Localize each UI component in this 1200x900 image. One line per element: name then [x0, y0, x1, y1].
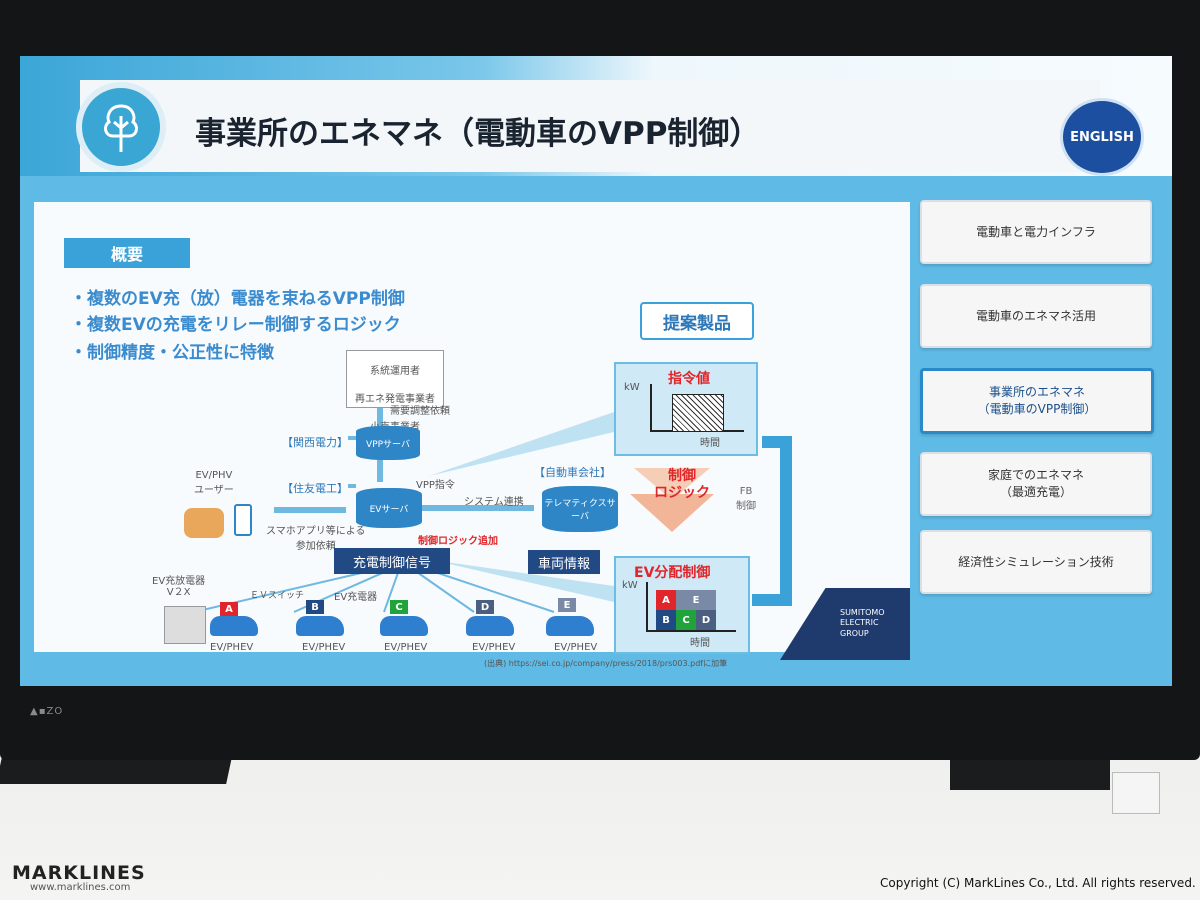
car-caption-b: EV/PHEV	[302, 642, 346, 653]
main-panel: 概要 ・複数のEV充（放）電器を束ねるVPP制御 ・複数EVの充電をリレー制御す…	[34, 202, 910, 668]
car-caption-e: EV/PHEV	[554, 642, 598, 653]
control-logic-label: 制御 ロジック	[654, 468, 710, 501]
car-badge-c: C	[390, 600, 408, 614]
dist-block-b: B	[656, 610, 676, 630]
demand-request-label: 需要調整依頼	[390, 406, 450, 417]
diagram-lines	[193, 394, 792, 613]
proposal-label: 提案製品	[640, 302, 754, 340]
ev-distribution-chart: EV分配制御 kW A E B C D 時間	[614, 556, 750, 654]
logic-added-label: 制御ロジック追加	[418, 536, 498, 547]
charge-signal-box: 充電制御信号	[334, 548, 450, 574]
sumitomo-logo-text: SUMITOMO ELECTRIC GROUP	[840, 608, 885, 638]
car-caption-a: EV/PHEV	[210, 642, 254, 653]
switch-label: ＥＶスイッチ	[250, 591, 305, 601]
fb-control-label: FB 制御	[736, 486, 756, 512]
screen: 事業所のエネマネ（電動車のVPP制御） ENGLISH 概要 ・複数のEV充（放…	[20, 56, 1172, 686]
stand-block	[1112, 772, 1160, 814]
ev-car-b	[296, 616, 344, 636]
vpp-command-label: VPP指令	[416, 480, 455, 491]
operator-1: 系統運用者	[370, 366, 420, 377]
bullet-2: ・複数EVの充電をリレー制御するロジック	[70, 315, 401, 335]
vehicle-info-box: 車両情報	[528, 550, 600, 574]
tree-logo-icon	[76, 82, 166, 172]
title-panel	[80, 80, 1100, 172]
user-family-icon	[184, 508, 224, 538]
car-caption-d: EV/PHEV	[472, 642, 516, 653]
ev-car-c	[380, 616, 428, 636]
marklines-url: www.marklines.com	[30, 882, 131, 893]
source-note: (出典) https://sei.co.jp/company/press/201…	[484, 659, 728, 668]
kw-label-1: kW	[624, 382, 640, 393]
ev-car-e	[546, 616, 594, 636]
automaker-label: 【自動車会社】	[534, 466, 611, 479]
operator-2: 再エネ発電事業者	[355, 394, 435, 405]
ev-server: EVサーバ	[356, 488, 422, 528]
marklines-logo: MARKLINES	[12, 862, 146, 884]
car-badge-b: B	[306, 600, 324, 614]
v2x-charger	[164, 606, 206, 644]
kansai-label: 【関西電力】	[282, 436, 348, 449]
dist-block-e: E	[676, 590, 716, 610]
y-axis-1	[650, 384, 652, 432]
charger2-label: EV充電器	[334, 592, 378, 603]
sumitomo-electric-label: 【住友電工】	[282, 482, 348, 495]
telematics-server: テレマティクスサーバ	[542, 486, 618, 532]
copyright-text: Copyright (C) MarkLines Co., Ltd. All ri…	[880, 876, 1196, 890]
bullet-1: ・複数のEV充（放）電器を束ねるVPP制御	[70, 289, 405, 309]
distribution-title: EV分配制御	[634, 565, 711, 581]
english-button[interactable]: ENGLISH	[1060, 98, 1144, 176]
command-chart-title: 指令値	[668, 371, 710, 387]
car-badge-d: D	[476, 600, 494, 614]
system-link-label: システム連携	[464, 497, 524, 508]
menu-ev-energy-management[interactable]: 電動車のエネマネ活用	[920, 284, 1152, 348]
bullet-3: ・制御精度・公正性に特徴	[70, 343, 274, 363]
time-label-2: 時間	[690, 638, 710, 649]
ev-car-a	[210, 616, 258, 636]
menu-economic-simulation[interactable]: 経済性シミュレーション技術	[920, 530, 1152, 594]
smartphone-icon	[234, 504, 252, 536]
menu-office-vpp[interactable]: 事業所のエネマネ （電動車のVPP制御）	[920, 368, 1154, 434]
slide-title: 事業所のエネマネ（電動車のVPP制御）	[195, 116, 761, 152]
dist-block-c: C	[676, 610, 696, 630]
kw-label-2: kW	[622, 580, 638, 591]
y-axis-2	[646, 582, 648, 632]
menu-ev-power-infra[interactable]: 電動車と電力インフラ	[920, 200, 1152, 264]
ev-phv-user-label: EV/PHV ユーザー	[194, 470, 234, 496]
bezel-brand-mark: ▲▪ZO	[30, 706, 64, 717]
vpp-server: VPPサーバ	[356, 426, 420, 460]
content-area: 概要 ・複数のEV充（放）電器を束ねるVPP制御 ・複数EVの充電をリレー制御す…	[20, 176, 1172, 686]
car-caption-c: EV/PHEV	[384, 642, 428, 653]
car-badge-e: E	[558, 598, 576, 612]
time-label-1: 時間	[700, 438, 720, 449]
command-value-chart: 指令値 kW 時間	[614, 362, 758, 456]
dist-block-a: A	[656, 590, 676, 610]
menu-home-energy[interactable]: 家庭でのエネマネ （最適充電）	[920, 452, 1152, 516]
dist-block-d: D	[696, 610, 716, 630]
ev-car-d	[466, 616, 514, 636]
app-participation-label: スマホアプリ等による 参加依頼	[266, 526, 366, 552]
overview-tag: 概要	[64, 238, 190, 268]
operators-box: 系統運用者 再エネ発電事業者 小売事業者	[346, 350, 444, 433]
car-badge-a: A	[220, 602, 238, 616]
x-axis-2	[646, 630, 736, 632]
command-block	[672, 394, 724, 432]
charger-label: EV充放電器 V２X	[152, 576, 206, 598]
